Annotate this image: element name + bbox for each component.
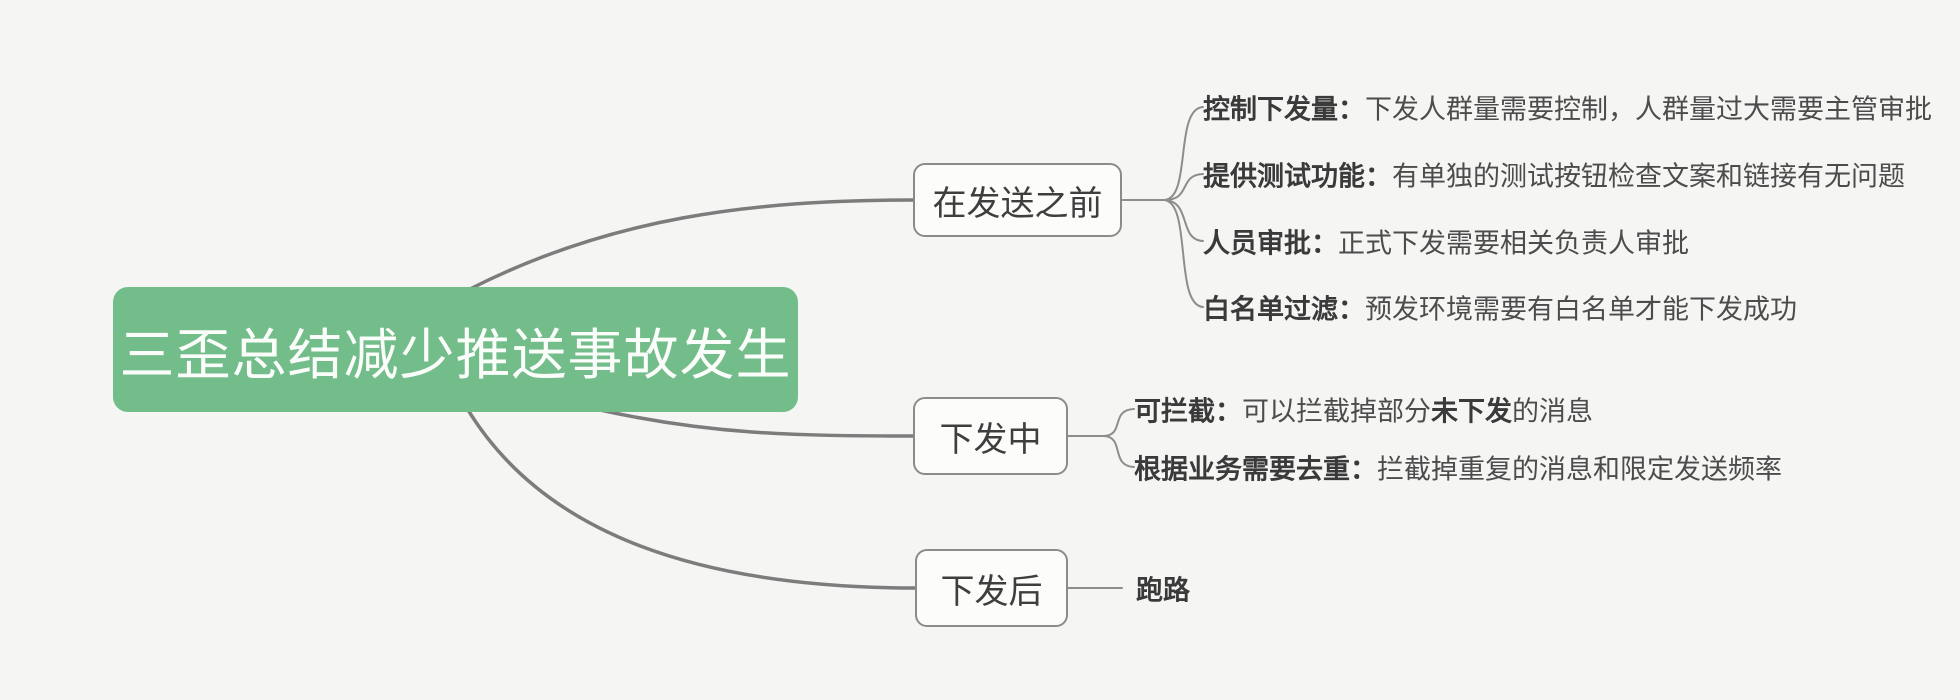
edge-to-leaf-approval [1163,199,1204,242]
branch-label: 在发送之前 [932,184,1103,223]
leaf-label: 人员审批： [1203,228,1338,259]
edge-to-leaf-dedupe [1103,435,1135,468]
leaf-node[interactable]: 白名单过滤：预发环境需要有白名单才能下发成功 [1203,288,1797,327]
leaf-label: 控制下发量： [1203,94,1365,125]
edge-root-to-sending [598,408,917,438]
edge-to-leaf-test [1163,173,1204,201]
leaf-node[interactable]: 根据业务需要去重：拦截掉重复的消息和限定发送频率 [1134,448,1782,487]
edge-root-to-before-send [468,198,917,291]
branch-node-before-send[interactable]: 在发送之前 [913,163,1122,237]
edge-to-leaf-whitelist [1163,199,1204,308]
leaf-text: 预发环境需要有白名单才能下发成功 [1365,294,1797,325]
edge-to-leaf-intercept [1103,408,1135,437]
leaf-node[interactable]: 提供测试功能：有单独的测试按钮检查文案和链接有无问题 [1203,155,1905,194]
branch-node-sending[interactable]: 下发中 [913,397,1068,475]
branch-label: 下发后 [940,572,1043,611]
leaf-node[interactable]: 可拦截：可以拦截掉部分未下发的消息 [1134,390,1593,429]
leaf-text: 拦截掉重复的消息和限定发送频率 [1377,454,1782,485]
leaf-label: 根据业务需要去重： [1134,454,1377,485]
root-node[interactable]: 三歪总结减少推送事故发生 [113,287,798,412]
leaf-label: 跑路 [1136,575,1190,606]
leaf-text: 的消息 [1512,396,1593,427]
leaf-text: 下发人群量需要控制，人群量过大需要主管审批 [1365,94,1932,125]
leaf-node[interactable]: 跑路 [1136,569,1190,608]
leaf-label: 白名单过滤： [1203,294,1365,325]
leaf-node[interactable]: 人员审批：正式下发需要相关负责人审批 [1203,222,1689,261]
edge-to-leaf-volume [1163,106,1204,201]
root-node-label: 三歪总结减少推送事故发生 [119,323,792,386]
edge-root-to-after-send [466,408,919,590]
leaf-label: 未下发 [1431,396,1512,427]
leaf-label: 提供测试功能： [1203,161,1392,192]
root-branch-connectors [466,198,919,590]
leaf-node[interactable]: 控制下发量：下发人群量需要控制，人群量过大需要主管审批 [1203,88,1932,127]
before-send-bracket [1121,106,1204,308]
leaf-text: 有单独的测试按钮检查文案和链接有无问题 [1392,161,1905,192]
leaf-label: 可拦截： [1134,396,1242,427]
branch-node-after-send[interactable]: 下发后 [915,549,1068,627]
sending-bracket [1067,408,1135,468]
branch-label: 下发中 [939,420,1042,459]
leaf-text: 正式下发需要相关负责人审批 [1338,228,1689,259]
leaf-text: 可以拦截掉部分 [1242,396,1431,427]
